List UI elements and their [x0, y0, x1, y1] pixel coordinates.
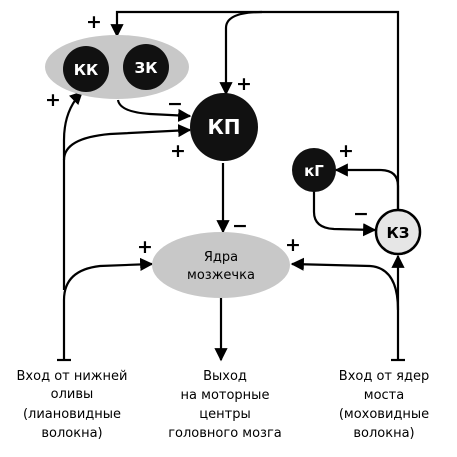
sign-plus-kp-bottom: +	[170, 140, 186, 162]
node-zk-label: ЗК	[135, 59, 159, 77]
line-olive-to-kp	[62, 124, 192, 161]
sign-minus-kp-down: −	[232, 215, 248, 237]
node-kp-label: КП	[207, 115, 240, 139]
node-kz-group: КЗ	[374, 208, 422, 256]
sign-plus-kg: +	[338, 140, 354, 162]
line-top-to-kp	[219, 10, 263, 96]
node-kz	[374, 208, 422, 256]
connections	[57, 10, 405, 362]
sign-minus-kp-left: −	[167, 93, 183, 115]
sign-minus-kg-kz: −	[353, 203, 369, 225]
caption-output-line4: головного мозга	[168, 426, 282, 441]
line-kk-to-kp	[116, 99, 192, 122]
node-kk-zk-group: КК ЗК	[45, 35, 189, 99]
caption-pons-input: Вход от ядер моста (моховидные волокна)	[339, 369, 429, 441]
nuclei-label-line1: Ядра	[204, 250, 238, 265]
node-kg	[292, 148, 336, 192]
sign-plus-nuclei-right: +	[285, 234, 301, 256]
cerebellar-nuclei-ellipse	[152, 232, 290, 298]
caption-pons-line4: волокна)	[353, 426, 414, 441]
sign-plus-nuclei-left: +	[137, 236, 153, 258]
caption-output-line2: на моторные	[181, 388, 270, 403]
node-zk	[123, 44, 169, 90]
node-kk-label: КК	[74, 61, 99, 79]
caption-output-line1: Выход	[203, 369, 247, 384]
node-nuclei-group: Ядра мозжечка	[152, 232, 290, 298]
caption-output-line3: центры	[199, 407, 250, 422]
sign-plus-kp-top: +	[236, 73, 252, 95]
node-kp	[190, 93, 258, 161]
line-pons-to-nuclei	[290, 257, 400, 311]
line-kz-to-kg	[334, 163, 400, 210]
node-kz-label: КЗ	[387, 224, 410, 242]
caption-olive-line2: оливы	[51, 387, 94, 402]
caption-olive-input: Вход от нижней оливы (лиановидные волокн…	[17, 369, 128, 441]
node-kp-group: КП	[190, 93, 258, 161]
caption-output: Выход на моторные центры головного мозга	[168, 369, 282, 441]
nuclei-label-line2: мозжечка	[187, 268, 255, 283]
line-kg-to-kz	[312, 188, 377, 237]
node-kg-group: кГ	[292, 148, 336, 192]
signs: + + + − + − + + + −	[45, 11, 369, 258]
line-olive-to-kk	[62, 91, 83, 290]
caption-olive-line3: (лиановидные	[23, 407, 121, 422]
caption-pons-line3: (моховидные	[339, 407, 429, 422]
caption-olive-line4: волокна)	[41, 426, 102, 441]
caption-olive-line1: Вход от нижней	[17, 369, 128, 384]
node-kk	[63, 46, 109, 92]
caption-pons-line2: моста	[364, 388, 404, 403]
sign-plus-top-left: +	[86, 11, 102, 33]
caption-pons-line1: Вход от ядер	[339, 369, 429, 384]
node-kg-label: кГ	[304, 162, 324, 180]
line-olive-to-nuclei	[62, 257, 154, 360]
sign-plus-kk-left: +	[45, 89, 61, 111]
